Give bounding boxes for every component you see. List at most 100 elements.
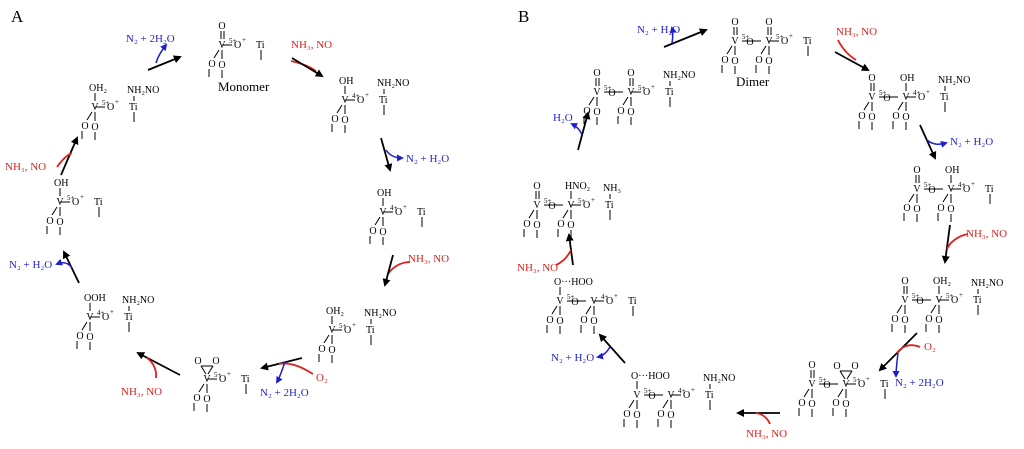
- charge-label: 4+: [958, 181, 966, 189]
- oxygen-atom: O: [72, 197, 79, 208]
- step-arrow-a2: [380, 137, 393, 172]
- oxygen-atom: O: [937, 203, 944, 214]
- reactant-arrow-b7: [555, 249, 572, 266]
- titanium-atom: Ti: [665, 87, 674, 98]
- bond-line: [51, 206, 58, 216]
- charge-label: 5+: [102, 99, 110, 107]
- step-arrow-b2: [919, 124, 937, 160]
- oxygen-atom: O: [808, 360, 815, 371]
- charge-label: 5+: [912, 292, 920, 300]
- oxygen-atom: O: [234, 40, 241, 51]
- plus-sign: +: [789, 32, 793, 40]
- titanium-atom: Ti: [124, 312, 133, 323]
- oxygen-atom: O: [617, 106, 624, 117]
- oxygen-atom: O: [590, 316, 597, 327]
- reactant-label-a4: O₂: [316, 372, 328, 384]
- substituent-label: OH: [945, 165, 959, 176]
- charge-label: 5+: [567, 293, 575, 301]
- substituent-label: OH₂: [933, 276, 951, 287]
- titanium-atom: Ti: [366, 325, 375, 336]
- bond-line: [81, 321, 88, 331]
- oxygen-atom: O: [203, 394, 210, 405]
- plus-sign: +: [403, 203, 407, 211]
- step-arrow-b1: [834, 51, 870, 71]
- reactant-label-b4: O₂: [924, 341, 936, 353]
- oxygen-atom: O: [755, 55, 762, 66]
- oxygen-atom: O: [868, 112, 875, 123]
- oxygen-atom: O: [913, 165, 920, 176]
- oxygen-atom: O: [918, 92, 925, 103]
- product-label-a8: N₂ + 2H₂O: [126, 33, 175, 45]
- titanium-atom: Ti: [803, 36, 812, 47]
- charge-label: 5+: [67, 194, 75, 202]
- charge-label: 5+: [578, 197, 586, 205]
- oxygen-atom: O: [633, 410, 640, 421]
- adsorbate-label: NH₂NO: [938, 75, 970, 86]
- substituent-label: OH: [377, 188, 391, 199]
- peroxo-bond: [846, 370, 853, 380]
- oxygen-atom: O: [858, 111, 865, 122]
- charge-label: 5+: [638, 84, 646, 92]
- bond-line: [863, 101, 870, 111]
- reactant-label-a1: NH₃, NO: [291, 39, 332, 51]
- titanium-atom: Ti: [985, 184, 994, 195]
- oxygen-atom: O: [798, 398, 805, 409]
- reactant-arrow-b1: [837, 39, 857, 61]
- titanium-atom: Ti: [973, 295, 982, 306]
- bridging-oxygen: O: [883, 93, 890, 104]
- bridging-oxygen: O: [916, 296, 923, 307]
- peroxo-oxygen: O: [851, 361, 858, 372]
- reactant-arrow-a4: [278, 362, 314, 375]
- site-label-monomer: Monomer: [218, 79, 270, 94]
- bond-line: [551, 305, 558, 315]
- charge-label: 5+: [229, 37, 237, 45]
- product-label-b4: N₂ + 2H₂O: [895, 377, 944, 389]
- oxygen-atom: O: [583, 200, 590, 211]
- oxygen-atom: O: [533, 181, 540, 192]
- bridging-oxygen: O: [548, 201, 555, 212]
- step-arrow-a1: [291, 57, 324, 78]
- oxygen-atom: O: [667, 410, 674, 421]
- vanadium-atom: V: [533, 200, 541, 211]
- oxygen-atom: O: [102, 312, 109, 323]
- bond-line: [86, 111, 93, 121]
- oxygen-atom: O: [86, 332, 93, 343]
- oxygen-atom: O: [935, 315, 942, 326]
- charge-label: 5+: [924, 181, 932, 189]
- oxygen-atom: O: [781, 36, 788, 47]
- product-label-a4: N₂ + 2H₂O: [260, 387, 309, 399]
- oxygen-atom: O: [657, 409, 664, 420]
- state-a5: OOV5+OOO+Ti: [193, 356, 250, 412]
- product-label-a6: N₂ + H₂O: [9, 259, 52, 271]
- charge-label: 5+: [853, 376, 861, 384]
- adsorbate-label: NH₃: [603, 183, 621, 194]
- product-label-a2: N₂ + H₂O: [406, 153, 449, 165]
- bond-line: [562, 209, 569, 219]
- oxygen-atom: O: [683, 390, 690, 401]
- oxygen-atom: O: [858, 379, 865, 390]
- oxygen-atom: O: [357, 95, 364, 106]
- peroxo-bond: [207, 365, 214, 375]
- oxygen-atom: O: [369, 226, 376, 237]
- titanium-atom: Ti: [379, 95, 388, 106]
- charge-label: 4+: [601, 293, 609, 301]
- charge-label: 5+: [742, 33, 750, 41]
- reactant-arrow-b3: [946, 233, 969, 250]
- oxygen-atom: O: [963, 184, 970, 195]
- charge-label: 5+: [879, 89, 887, 97]
- titanium-atom: Ti: [940, 92, 949, 103]
- oxygen-atom: O: [395, 207, 402, 218]
- bond-line: [908, 193, 915, 203]
- oxygen-atom: O: [318, 344, 325, 355]
- bond-line: [896, 304, 903, 314]
- plus-sign: +: [866, 375, 870, 383]
- vanadium-atom: V: [808, 379, 816, 390]
